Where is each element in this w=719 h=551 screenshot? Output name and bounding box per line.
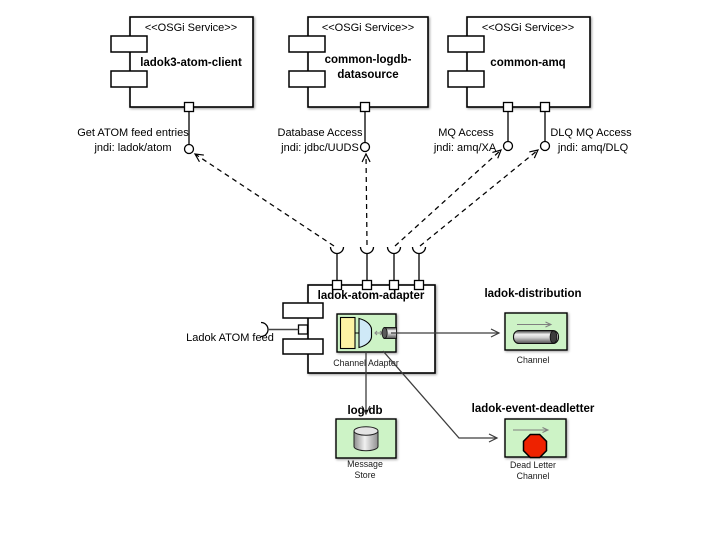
- component-name: ladok3-atom-client: [140, 57, 242, 69]
- component-icon-tab: [447, 35, 485, 53]
- node-ladok-event-deadletter: ladok-event-deadletter Dead Letter Chann…: [472, 403, 595, 481]
- interface-label-atom: Get ATOM feed entries jndi: ladok/atom: [77, 127, 189, 154]
- component-icon-tab: [110, 35, 148, 53]
- interface-jndi: jndi: jdbc/UUDS: [280, 142, 359, 154]
- node-title: ladok-distribution: [484, 288, 581, 300]
- required-socket: [386, 246, 402, 255]
- interface-title: DLQ MQ Access: [550, 127, 632, 139]
- dependency-mq: [394, 150, 501, 247]
- interface-title: Database Access: [278, 127, 363, 139]
- pipe-endcap: [549, 330, 558, 344]
- ladok-atom-feed: Ladok ATOM feed: [186, 321, 299, 344]
- pipe-endcap: [381, 327, 388, 339]
- stereotype-label: <<OSGi Service>>: [145, 22, 237, 34]
- message-store-icon: [353, 426, 379, 452]
- node-title: ladok-event-deadletter: [472, 403, 595, 415]
- db-cylinder-top: [353, 426, 379, 436]
- component-box: [307, 16, 429, 108]
- provided-interface-ball: [359, 141, 371, 153]
- component-ladok-atom-adapter: ladok-atom-adapter Channel Adapter: [282, 279, 436, 374]
- interface-title: Get ATOM feed entries: [77, 127, 189, 139]
- provided-interface-ball: [183, 143, 195, 155]
- provided-interface-ball-mq: [502, 140, 514, 152]
- icon-caption-line2: Channel: [517, 471, 550, 481]
- top-port: [361, 279, 373, 291]
- component-name-line2: datasource: [337, 69, 398, 81]
- component-icon-tab: [288, 70, 326, 88]
- port-square-mq: [502, 101, 514, 113]
- stop-octagon-icon: [522, 433, 548, 459]
- component-name: ladok-atom-adapter: [318, 290, 425, 302]
- adapter-sockets: [329, 246, 427, 281]
- port-square: [183, 101, 195, 113]
- component-box: [466, 16, 591, 108]
- interface-jndi: jndi: ladok/atom: [93, 142, 171, 154]
- component-icon-tab: [288, 35, 326, 53]
- dependency-arrows: [195, 150, 538, 247]
- component-box: [129, 16, 254, 108]
- icon-caption-line1: Dead Letter: [510, 460, 556, 470]
- left-port: [297, 324, 309, 335]
- component-name-line1: common-logdb-: [325, 54, 412, 66]
- arrow-to-deadletter: [382, 350, 497, 438]
- component-icon-tab: [447, 70, 485, 88]
- top-port: [388, 279, 400, 291]
- dependency-dlq: [419, 150, 538, 247]
- channel-pipe-icon: [512, 329, 560, 345]
- service-common-amq: <<OSGi Service>> common-amq: [447, 16, 591, 152]
- interface-jndi: jndi: amq/DLQ: [557, 142, 629, 154]
- adapter-funnel: [358, 317, 373, 349]
- interface-label-mq: MQ Access jndi: amq/XA: [433, 127, 497, 154]
- service-ladok3-atom-client: <<OSGi Service>> ladok3-atom-client: [110, 16, 254, 155]
- component-icon-tab: [282, 302, 324, 319]
- icon-caption-line2: Store: [354, 470, 375, 480]
- channel-adapter-icon: [336, 313, 397, 353]
- provided-interface-ball-dlq: [539, 140, 551, 152]
- required-socket: [359, 246, 375, 255]
- port-square-dlq: [539, 101, 551, 113]
- service-common-logdb-datasource: <<OSGi Service>> common-logdb- datasourc…: [288, 16, 429, 153]
- stereotype-label: <<OSGi Service>>: [322, 22, 414, 34]
- component-icon-tab: [282, 338, 324, 355]
- interface-title: MQ Access: [438, 127, 494, 139]
- dependency-atom: [195, 154, 335, 247]
- top-port: [331, 279, 343, 291]
- dependency-db: [366, 154, 367, 246]
- flow-arrows: [366, 333, 499, 438]
- icon-caption: Channel: [517, 355, 550, 365]
- db-cylinder-body: [353, 430, 379, 452]
- interface-label-db: Database Access jndi: jdbc/UUDS: [278, 127, 363, 154]
- port-square: [359, 101, 371, 113]
- top-port: [413, 279, 425, 291]
- component-icon-tab: [110, 70, 148, 88]
- required-socket: [411, 246, 427, 255]
- feed-label: Ladok ATOM feed: [186, 332, 274, 344]
- node-log-db: log-db Message Store: [335, 405, 397, 480]
- icon-caption-line1: Message: [347, 459, 383, 469]
- component-name: common-amq: [490, 57, 565, 69]
- interface-label-dlq: DLQ MQ Access jndi: amq/DLQ: [550, 127, 632, 154]
- endpoint-rect: [339, 316, 356, 350]
- stereotype-label: <<OSGi Service>>: [482, 22, 574, 34]
- node-ladok-distribution: ladok-distribution Channel: [484, 288, 581, 365]
- node-title: log-db: [347, 405, 382, 417]
- required-socket: [329, 246, 345, 255]
- interface-jndi: jndi: amq/XA: [433, 142, 497, 154]
